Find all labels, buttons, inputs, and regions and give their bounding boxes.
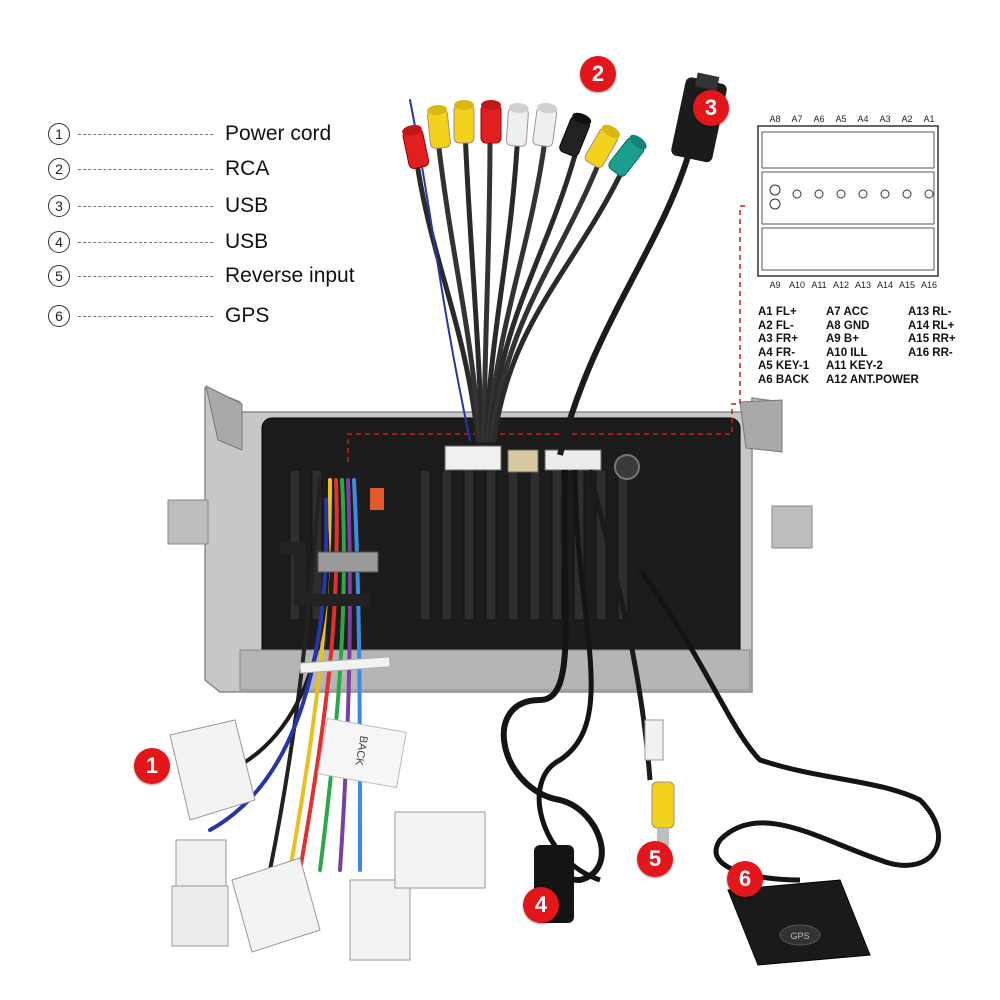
pin-label: A15 RR+	[908, 333, 956, 346]
legend-item-usb-2: 4 USB	[48, 227, 268, 257]
connector-bottom-label-1: A10	[789, 280, 805, 290]
legend-item-power-cord: 1 Power cord	[48, 119, 331, 149]
connector-top-label-4: A4	[857, 114, 868, 124]
legend-label: USB	[225, 194, 269, 217]
badge-power-cord: 1	[134, 748, 170, 784]
gps-cable	[637, 568, 941, 883]
legend-dash-line	[78, 168, 213, 170]
pin-label: A11 KEY-2	[826, 360, 883, 373]
pin-label: A8 GND	[826, 319, 870, 332]
pin-label: A12 ANT.POWER	[826, 373, 919, 386]
pin-label: A9 B+	[826, 333, 859, 346]
usb-tip-top	[694, 72, 720, 91]
legend-label: Power cord	[225, 122, 332, 145]
badge-usb-lower: 4	[523, 887, 559, 923]
gps-label: GPS	[790, 931, 809, 941]
badge-usb-top: 3	[693, 90, 729, 126]
pin-label: A7 ACC	[826, 306, 869, 318]
connector-bottom-label-3: A12	[833, 280, 849, 290]
legend-number: 5	[48, 265, 70, 287]
right-bracket	[739, 399, 783, 453]
legend-label: GPS	[225, 304, 270, 327]
legend-item-reverse-input: 5 Reverse input	[48, 261, 355, 291]
connector-top-label-1: A7	[791, 114, 802, 124]
legend-label: RCA	[225, 157, 270, 180]
badge-reverse-input: 5	[637, 841, 673, 877]
legend-label: Reverse input	[225, 264, 355, 287]
legend-item-gps: 6 GPS	[48, 301, 269, 331]
fuse	[370, 488, 384, 510]
legend-number: 1	[48, 123, 70, 145]
legend-number: 6	[48, 305, 70, 327]
connector-top-label-7: A1	[923, 114, 934, 124]
header-block-2	[507, 449, 539, 473]
legend-dash-line	[78, 275, 213, 277]
legend-number: 4	[48, 231, 70, 253]
pin-label: A2 FL-	[758, 319, 794, 332]
legend-dash-line	[78, 241, 213, 243]
connector-top-label-3: A5	[835, 114, 846, 124]
cable-tie	[299, 656, 391, 674]
usb-cable-lower-b	[536, 469, 601, 883]
connector-top-label-6: A2	[901, 114, 912, 124]
connector-bottom-label-6: A15	[899, 280, 915, 290]
badge-gps: 6	[727, 861, 763, 897]
connector-bottom-label-5: A14	[877, 280, 893, 290]
pin-label: A13 RL-	[908, 306, 952, 318]
pinout-col-3: A13 RL- A14 RL+ A15 RR+ A16 RR-	[908, 306, 956, 360]
pin-label: A1 FL+	[758, 306, 797, 318]
legend-dash-line	[78, 315, 213, 317]
antenna-adapter	[280, 542, 370, 606]
legend-dash-line	[78, 133, 213, 135]
pin-label: A14 RL+	[908, 319, 955, 332]
legend-item-rca: 2 RCA	[48, 154, 269, 184]
header-block	[444, 445, 502, 471]
legend-item-usb-1: 3 USB	[48, 191, 268, 221]
connector-bottom-label-7: A16	[921, 280, 937, 290]
pin-label: A16 RR-	[908, 346, 953, 359]
legend-number: 3	[48, 195, 70, 217]
left-bracket	[205, 385, 243, 451]
dashed-connector-line	[347, 205, 748, 462]
harness-plugs: BACK	[169, 717, 486, 961]
connector-bottom-label-0: A9	[769, 280, 780, 290]
connector-bottom-label-2: A11	[811, 280, 826, 290]
back-label: BACK	[352, 735, 369, 767]
pin-label: A10 ILL	[826, 346, 868, 359]
connector-top-label-2: A6	[813, 114, 824, 124]
antenna-socket	[614, 454, 640, 480]
legend-number: 2	[48, 158, 70, 180]
connector-pins	[769, 184, 934, 210]
connector-top-label-5: A3	[879, 114, 890, 124]
connector-diagram: A8 A7 A6 A5 A4 A3 A2 A1 A9 A10 A11 A12 A…	[757, 114, 939, 290]
legend-dash-line	[78, 205, 213, 207]
header-block-3	[544, 449, 602, 471]
rca-plugs	[402, 100, 647, 177]
pin-label: A6 BACK	[758, 373, 810, 386]
rca-cable-bundle	[409, 99, 628, 443]
pinout-col-2: A7 ACC A8 GND A9 B+ A10 ILL A11 KEY-2 A1…	[826, 306, 919, 388]
badge-rca: 2	[580, 56, 616, 92]
usb-cable-top	[557, 149, 693, 456]
antenna-plug	[317, 551, 379, 573]
gps-antenna: GPS	[727, 879, 871, 966]
reverse-rca-plug	[644, 719, 675, 846]
connector-bottom-label-4: A13	[855, 280, 871, 290]
side-tab-left	[167, 499, 209, 545]
connector-top-label-0: A8	[769, 114, 780, 124]
pinout-col-1: A1 FL+ A2 FL- A3 FR+ A4 FR- A5 KEY-1 A6 …	[758, 306, 809, 388]
legend-label: USB	[225, 230, 269, 253]
side-tab-right	[771, 505, 813, 549]
pin-label: A3 FR+	[758, 333, 798, 346]
pin-label: A5 KEY-1	[758, 360, 810, 373]
pin-label: A4 FR-	[758, 346, 796, 359]
